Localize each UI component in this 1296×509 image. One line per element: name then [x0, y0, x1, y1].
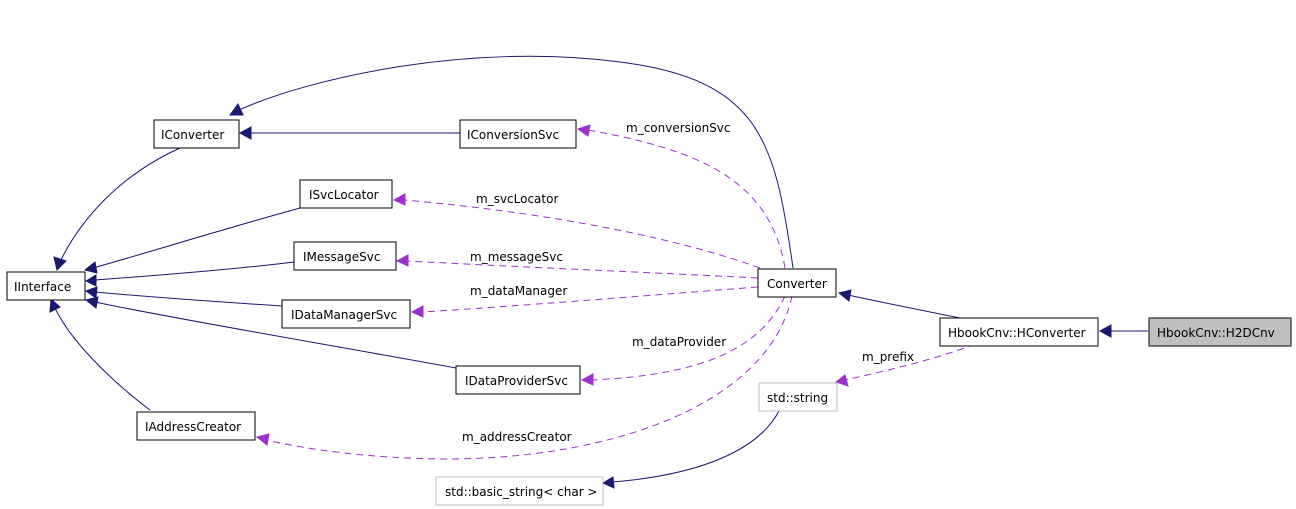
arrowhead-converter-iaddresscreator [255, 433, 270, 446]
arrowhead-iconversionsvc-iconverter [238, 126, 252, 140]
edge-hconverter-to-converter [847, 294, 961, 319]
edge-idataprovidersvc-to-iinterface [94, 301, 457, 369]
node-imessagesvc[interactable]: IMessageSvc [293, 241, 397, 271]
edge-converter-to-idataprovidersvc [591, 295, 786, 381]
label-m-prefix: m_prefix [862, 350, 914, 364]
edge-imessagesvc-to-iinterface [94, 261, 295, 281]
label-m-conversionsvc: m_conversionSvc [626, 121, 731, 135]
label-m-dataprovider: m_dataProvider [632, 335, 726, 349]
arrowhead-hconverter-stdstring [834, 374, 849, 387]
edge-converter-to-imessagesvc [406, 260, 759, 279]
node-label-h2dcnv: HbookCnv::H2DCnv [1157, 326, 1275, 340]
node-label-stdstring: std::string [767, 391, 828, 405]
edge-hconverter-to-stdstring [844, 343, 976, 381]
arrowhead-converter-iconverter [229, 103, 244, 116]
node-hconverter[interactable]: HbookCnv::HConverter [939, 317, 1099, 347]
edge-converter-to-isvclocator [403, 199, 761, 269]
arrowhead-h2dcnv-hconverter [1098, 324, 1112, 338]
node-converter[interactable]: Converter [757, 268, 837, 298]
node-label-hconverter: HbookCnv::HConverter [948, 326, 1086, 340]
edge-labels: m_conversionSvc m_svcLocator m_messageSv… [462, 121, 914, 444]
node-label-imessagesvc: IMessageSvc [303, 250, 380, 264]
node-label-idatamanagersvc: IDataManagerSvc [291, 308, 397, 322]
node-label-converter: Converter [767, 277, 827, 291]
arrowhead-idatamanagersvc-iinterface [84, 286, 98, 299]
usage-edges [255, 124, 976, 460]
edge-iaddresscreator-to-iinterface [54, 307, 151, 411]
arrowhead-isvclocator-iinterface [83, 261, 98, 274]
arrowhead-imessagesvc-iinterface [84, 274, 97, 287]
arrowhead-idataprovidersvc-iinterface [84, 296, 99, 309]
arrowhead-iaddresscreator-iinterface [49, 297, 61, 313]
node-idatamanagersvc[interactable]: IDataManagerSvc [281, 299, 411, 329]
node-iinterface[interactable]: IInterface [6, 271, 86, 301]
arrowhead-converter-iconversionsvc [576, 124, 591, 137]
arrowhead-converter-idataprovidersvc [580, 373, 594, 386]
edge-converter-to-iaddresscreator [265, 295, 793, 460]
node-isvclocator[interactable]: ISvcLocator [299, 179, 393, 209]
edge-converter-to-iconverter [238, 55, 794, 269]
node-label-iinterface: IInterface [14, 280, 71, 294]
arrowhead-converter-isvclocator [392, 193, 406, 206]
node-label-idataprovidersvc: IDataProviderSvc [465, 374, 568, 388]
node-idataprovidersvc[interactable]: IDataProviderSvc [455, 365, 581, 395]
node-label-iconversionsvc: IConversionSvc [467, 128, 559, 142]
node-iconverter[interactable]: IConverter [153, 119, 240, 149]
arrowhead-converter-idatamanagersvc [410, 305, 424, 318]
node-label-basicstring: std::basic_string< char > [445, 485, 598, 499]
node-iaddresscreator[interactable]: IAddressCreator [136, 411, 256, 441]
inheritance-edges [49, 55, 1148, 489]
label-m-svclocator: m_svcLocator [476, 192, 558, 206]
arrowhead-converter-imessagesvc [395, 254, 409, 267]
node-label-iconverter: IConverter [161, 128, 224, 142]
arrowhead-iconverter-iinterface [53, 256, 67, 271]
node-h2dcnv[interactable]: HbookCnv::H2DCnv [1148, 317, 1292, 347]
node-label-iaddresscreator: IAddressCreator [145, 420, 241, 434]
node-stdstring[interactable]: std::string [758, 382, 838, 412]
edge-converter-to-iconversionsvc [587, 129, 786, 269]
edge-iconverter-to-iinterface [59, 147, 181, 263]
label-m-addresscreator: m_addressCreator [462, 430, 572, 444]
edge-stdstring-to-basicstring [611, 408, 781, 483]
node-basicstring[interactable]: std::basic_string< char > [435, 476, 604, 506]
node-iconversionsvc[interactable]: IConversionSvc [459, 119, 577, 149]
edge-isvclocator-to-iinterface [92, 207, 301, 269]
edge-idatamanagersvc-to-iinterface [94, 291, 283, 307]
arrowhead-stdstring-basicstring [601, 476, 615, 489]
label-m-datamanager: m_dataManager [470, 284, 567, 298]
arrowhead-hconverter-converter [837, 289, 852, 302]
node-label-isvclocator: ISvcLocator [309, 188, 379, 202]
label-m-messagesvc: m_messageSvc [470, 250, 563, 264]
